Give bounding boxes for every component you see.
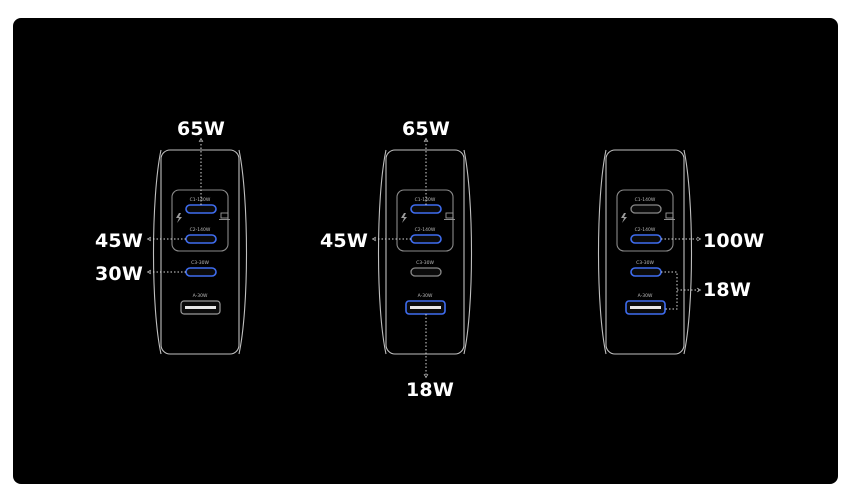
c3-port-label-2: C3-30W [416, 260, 434, 266]
c1-port-label-3: C1-140W [635, 197, 656, 203]
charger-3-right-bulge [683, 149, 693, 355]
charger-1-left-bulge [152, 149, 162, 355]
charger-1-c1-output: 65W [177, 118, 225, 140]
illustration-frame: C1-140W C2-140W C3-30W A-30W C1-140W C2-… [13, 18, 838, 484]
lightning-bolt-icon [621, 213, 627, 223]
charger-3-body [605, 149, 685, 355]
c2-port-label-3: C2-140W [635, 227, 656, 233]
charger-3-c3-bracket [661, 271, 678, 310]
laptop-icon [664, 212, 675, 220]
charger-2 [377, 149, 473, 355]
charger-1-c3-port [185, 267, 217, 277]
c1-port-label-1: C1-140W [190, 197, 211, 203]
laptop-icon [219, 212, 230, 220]
charger-2-c3-port [410, 267, 442, 277]
charger-2-c1-output: 65W [402, 118, 450, 140]
charger-2-c2-output: 45W [320, 230, 368, 252]
c2-port-label-1: C2-140W [190, 227, 211, 233]
a-port-label-1: A-30W [193, 293, 208, 299]
charger-1-c2-port [185, 234, 217, 244]
laptop-icon [444, 212, 455, 220]
charger-1-c1-port [185, 204, 217, 214]
charger-1-right-bulge [238, 149, 248, 355]
charger-3 [597, 149, 693, 355]
charger-2-c-port-group [396, 189, 454, 252]
c2-port-label-2: C2-140W [415, 227, 436, 233]
charger-3-c2-output: 100W [703, 230, 765, 252]
chargers-illustration: C1-140W C2-140W C3-30W A-30W C1-140W C2-… [146, 137, 702, 379]
charger-2-body [385, 149, 465, 355]
charger-1-c2-output: 45W [95, 230, 143, 252]
charger-3-c-port-group [616, 189, 674, 252]
c3-port-label-3: C3-30W [636, 260, 654, 266]
charger-2-left-bulge [377, 149, 387, 355]
charger-3-shared-output: 18W [703, 279, 751, 301]
c1-port-label-2: C1-140W [415, 197, 436, 203]
a-port-label-3: A-30W [638, 293, 653, 299]
charger-3-left-bulge [597, 149, 607, 355]
charger-1-body [160, 149, 240, 355]
charger-2-a-output: 18W [406, 379, 454, 401]
charger-2-right-bulge [463, 149, 473, 355]
lightning-bolt-icon [176, 213, 182, 223]
charger-2-c2-port [410, 234, 442, 244]
charger-3-c3-port [630, 267, 662, 277]
charger-1-c-port-group [171, 189, 229, 252]
charger-3-c1-port [630, 204, 662, 214]
a-port-label-2: A-30W [418, 293, 433, 299]
charger-3-c2-port [630, 234, 662, 244]
c3-port-label-1: C3-30W [191, 260, 209, 266]
lightning-bolt-icon [401, 213, 407, 223]
charger-2-c1-port [410, 204, 442, 214]
charger-1-c3-output: 30W [95, 263, 143, 285]
charger-1 [152, 149, 248, 355]
